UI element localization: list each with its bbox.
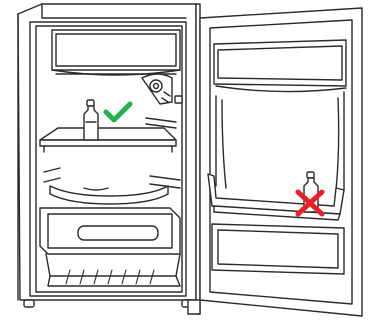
door-lower-bin bbox=[212, 224, 344, 274]
door-upper-compartment bbox=[214, 40, 346, 92]
freezer-compartment bbox=[52, 30, 180, 75]
